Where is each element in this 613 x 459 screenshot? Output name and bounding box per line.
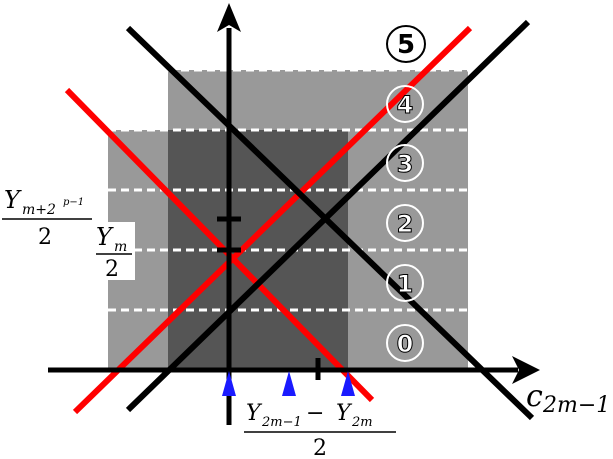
svg-text:2: 2 bbox=[397, 210, 414, 238]
svg-text:3: 3 bbox=[397, 150, 414, 178]
svg-text:m+2: m+2 bbox=[22, 202, 56, 218]
region-label-4: 4 bbox=[386, 85, 424, 123]
svg-text:2: 2 bbox=[313, 436, 327, 459]
label-bottom-fraction: Y 2m−1 − Y 2m 2 bbox=[244, 401, 396, 459]
svg-text:0: 0 bbox=[397, 330, 414, 358]
svg-text:2: 2 bbox=[38, 225, 52, 250]
label-y-mid-fraction: Y m 2 bbox=[93, 222, 135, 282]
svg-text:1: 1 bbox=[397, 270, 414, 298]
svg-text:p−1: p−1 bbox=[63, 197, 84, 208]
svg-text:−: − bbox=[306, 401, 324, 426]
svg-text:2m: 2m bbox=[351, 415, 373, 430]
blue-marker-2 bbox=[282, 371, 296, 396]
svg-text:4: 4 bbox=[397, 91, 414, 119]
region-label-5: 5 bbox=[386, 25, 426, 63]
red-line-rising bbox=[72, 25, 473, 415]
svg-text:Y: Y bbox=[336, 401, 353, 426]
svg-text:2m−1: 2m−1 bbox=[542, 393, 610, 418]
red-line-falling bbox=[64, 87, 375, 403]
blue-markers bbox=[222, 371, 355, 396]
region-label-1: 1 bbox=[386, 264, 424, 302]
label-x-axis: c 2m−1 bbox=[526, 379, 610, 418]
svg-text:Y: Y bbox=[4, 186, 22, 214]
svg-text:2: 2 bbox=[105, 257, 119, 282]
svg-text:c: c bbox=[526, 379, 543, 414]
svg-text:m: m bbox=[114, 239, 127, 255]
svg-text:Y: Y bbox=[96, 223, 114, 251]
black-line-rising bbox=[125, 19, 531, 413]
svg-text:2m−1: 2m−1 bbox=[261, 415, 302, 430]
svg-text:5: 5 bbox=[397, 30, 415, 60]
label-y-top-fraction: Y m+2 p−1 2 bbox=[2, 186, 92, 250]
svg-text:Y: Y bbox=[246, 401, 263, 426]
x-axis-arrowhead bbox=[512, 356, 540, 384]
blue-marker-3 bbox=[341, 371, 355, 396]
region-label-0: 0 bbox=[386, 324, 424, 362]
black-line-falling bbox=[125, 25, 535, 421]
region-label-3: 3 bbox=[386, 144, 424, 182]
region-label-2: 2 bbox=[386, 204, 424, 242]
region-labels: 5 4 3 2 1 0 bbox=[386, 25, 426, 362]
y-axis-arrowhead bbox=[217, 3, 241, 32]
blue-marker-1 bbox=[222, 371, 236, 396]
